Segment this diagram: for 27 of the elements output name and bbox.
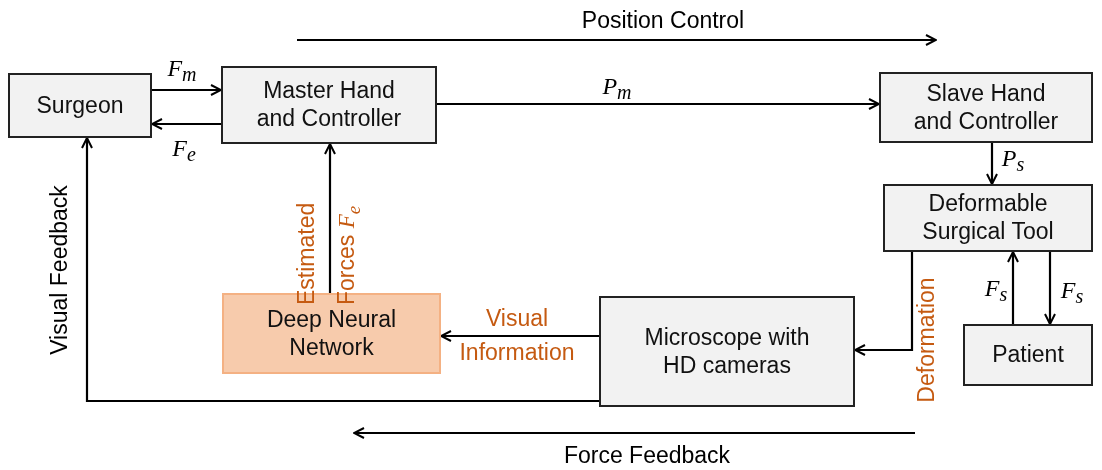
- edge-label: Visual Information: [458, 304, 576, 367]
- arrow: [81, 137, 599, 403]
- edge-label: F$_{m}$: [167, 54, 197, 86]
- edge-label: P$_{s}$: [1001, 144, 1025, 176]
- edge-label: F$_{s}$: [984, 274, 1008, 306]
- edge-label: F$_{e}$: [172, 134, 196, 166]
- process-box: Surgeon: [8, 73, 152, 138]
- arrow: [440, 330, 599, 342]
- arrow: [152, 84, 222, 96]
- arrow: [1007, 251, 1019, 324]
- flow-label: Force Feedback: [563, 443, 731, 469]
- arrow: [986, 143, 998, 185]
- edge-label: P$_{m}$: [602, 72, 632, 104]
- process-box: Slave Hand and Controller: [879, 72, 1093, 143]
- arrow: [324, 143, 336, 293]
- process-box: Deformable Surgical Tool: [883, 184, 1093, 252]
- edge-label: Visual Feedback: [47, 185, 73, 355]
- arrow: [1044, 252, 1056, 325]
- arrow: [854, 252, 914, 356]
- edge-label: F$_{s}$: [1060, 276, 1084, 308]
- process-box: Microscope with HD cameras: [599, 296, 855, 407]
- edge-label: Deformation: [914, 277, 940, 403]
- arrow: [151, 118, 221, 130]
- arrow: [437, 98, 880, 110]
- process-box: Patient: [963, 324, 1093, 386]
- flow-label: Position Control: [581, 8, 745, 34]
- process-box: Master Hand and Controller: [221, 66, 437, 144]
